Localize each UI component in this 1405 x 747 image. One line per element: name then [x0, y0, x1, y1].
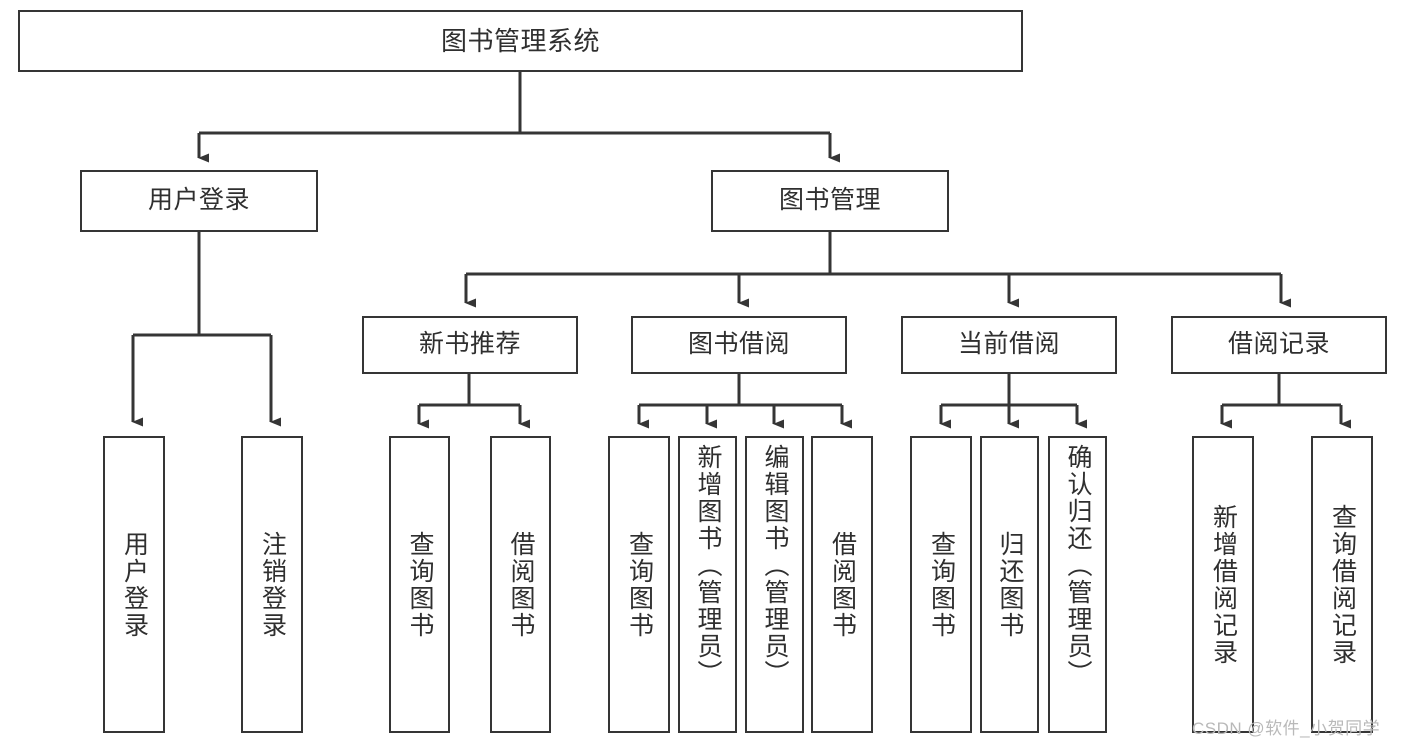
node-leaf-query-record-label: 查询借阅记录	[1328, 503, 1357, 666]
node-leaf-add-record-label: 新增借阅记录	[1209, 503, 1238, 666]
node-leaf-query-book-3[interactable]: 查询图书	[910, 436, 972, 733]
node-leaf-borrow-book-1[interactable]: 借阅图书	[490, 436, 551, 733]
node-leaf-add-book[interactable]: 新增图书（管理员）	[678, 436, 737, 733]
node-root[interactable]: 图书管理系统	[18, 10, 1023, 72]
node-leaf-add-record[interactable]: 新增借阅记录	[1192, 436, 1254, 733]
node-leaf-user-logout[interactable]: 注销登录	[241, 436, 303, 733]
node-leaf-query-book-1[interactable]: 查询图书	[389, 436, 450, 733]
csdn-watermark: CSDN @软件_小贺同学	[1192, 719, 1381, 738]
node-leaf-return-book[interactable]: 归还图书	[980, 436, 1039, 733]
node-leaf-user-logout-label: 注销登录	[258, 530, 287, 639]
node-current-borrow-label: 当前借阅	[957, 330, 1060, 359]
node-book-management[interactable]: 图书管理	[711, 170, 949, 232]
node-leaf-edit-book-label: 编辑图书（管理员）	[761, 444, 789, 687]
node-leaf-borrow-book-2-label: 借阅图书	[828, 530, 857, 639]
node-leaf-confirm-return-label: 确认归还（管理员）	[1064, 444, 1092, 687]
node-root-label: 图书管理系统	[440, 25, 600, 56]
node-current-borrow[interactable]: 当前借阅	[901, 316, 1117, 374]
node-book-borrow[interactable]: 图书借阅	[631, 316, 847, 374]
node-leaf-borrow-book-1-label: 借阅图书	[507, 530, 535, 639]
node-borrow-record[interactable]: 借阅记录	[1171, 316, 1387, 374]
node-borrow-record-label: 借阅记录	[1227, 330, 1330, 359]
node-leaf-query-book-3-label: 查询图书	[927, 530, 956, 639]
node-leaf-edit-book[interactable]: 编辑图书（管理员）	[745, 436, 804, 733]
node-leaf-return-book-label: 归还图书	[996, 530, 1024, 639]
node-leaf-user-login[interactable]: 用户登录	[103, 436, 165, 733]
node-user-login[interactable]: 用户登录	[80, 170, 318, 232]
node-book-borrow-label: 图书借阅	[687, 330, 790, 359]
node-leaf-add-book-label: 新增图书（管理员）	[694, 444, 722, 687]
node-leaf-query-book-2[interactable]: 查询图书	[608, 436, 670, 733]
node-user-login-label: 用户登录	[147, 186, 250, 215]
node-leaf-borrow-book-2[interactable]: 借阅图书	[811, 436, 873, 733]
node-leaf-query-record[interactable]: 查询借阅记录	[1311, 436, 1373, 733]
node-leaf-user-login-label: 用户登录	[120, 530, 149, 639]
node-new-book-recommend-label: 新书推荐	[418, 330, 521, 359]
node-leaf-query-book-2-label: 查询图书	[625, 530, 654, 639]
node-new-book-recommend[interactable]: 新书推荐	[362, 316, 578, 374]
node-leaf-confirm-return[interactable]: 确认归还（管理员）	[1048, 436, 1107, 733]
node-book-management-label: 图书管理	[778, 186, 881, 215]
node-leaf-query-book-1-label: 查询图书	[406, 530, 434, 639]
